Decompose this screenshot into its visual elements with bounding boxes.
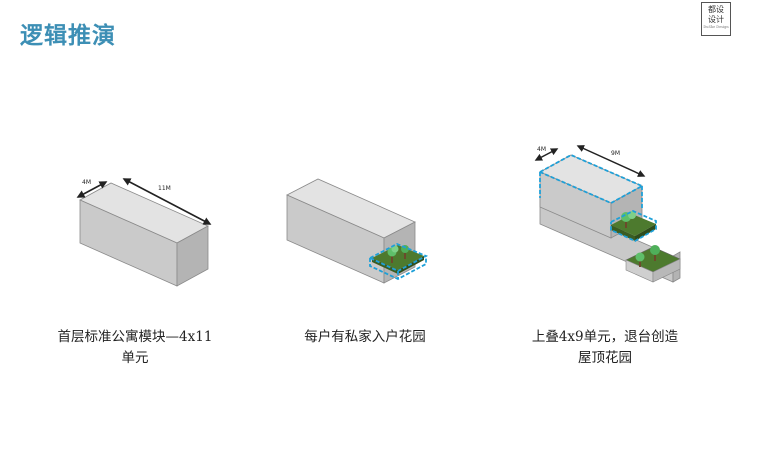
entry-garden	[367, 243, 429, 281]
step-3-caption-line-2: 屋顶花园	[578, 350, 632, 366]
diagram-step-3: 4M 9M	[534, 145, 681, 283]
dimension-width-label: 4M	[82, 179, 91, 186]
dimension-width: 4M	[534, 146, 559, 161]
tree-icon	[650, 245, 660, 261]
dimension-length: 9M	[576, 145, 646, 177]
module-box-4x11	[79, 182, 209, 287]
page-title: 逻辑推演	[20, 22, 116, 49]
highlight-outline	[539, 153, 657, 243]
tree-icon	[635, 252, 645, 267]
step-1-caption-line-2: 单元	[121, 350, 149, 366]
dimension-length-label: 9M	[611, 150, 620, 157]
logo-line-3: DuShe Design	[703, 25, 729, 29]
step-1-caption-line-1: 首层标准公寓模块—4x11	[57, 329, 213, 345]
tree-icon	[387, 245, 399, 263]
brand-logo: 都设 设计 DuShe Design	[701, 2, 731, 36]
diagram-step-2	[286, 178, 429, 284]
diagram-step-1: 4M 11M	[76, 178, 212, 287]
lower-roof-garden	[625, 245, 681, 283]
step-3-caption: 上叠4x9单元，退台创造 屋顶花园	[510, 327, 700, 369]
upper-roof-garden	[611, 211, 656, 241]
step-1-caption: 首层标准公寓模块—4x11 单元	[40, 327, 230, 369]
step-3-caption-line-1: 上叠4x9单元，退台创造	[531, 329, 679, 345]
step-2-caption-line-1: 每户有私家入户花园	[304, 329, 426, 345]
logo-line-1: 都设	[708, 5, 724, 14]
logo-line-2: 设计	[708, 15, 724, 24]
dimension-width-label: 4M	[537, 146, 546, 153]
dimension-width: 4M	[76, 179, 108, 198]
dimension-length: 11M	[122, 178, 212, 225]
dimension-length-label: 11M	[158, 185, 171, 192]
step-2-caption: 每户有私家入户花园	[280, 327, 450, 348]
